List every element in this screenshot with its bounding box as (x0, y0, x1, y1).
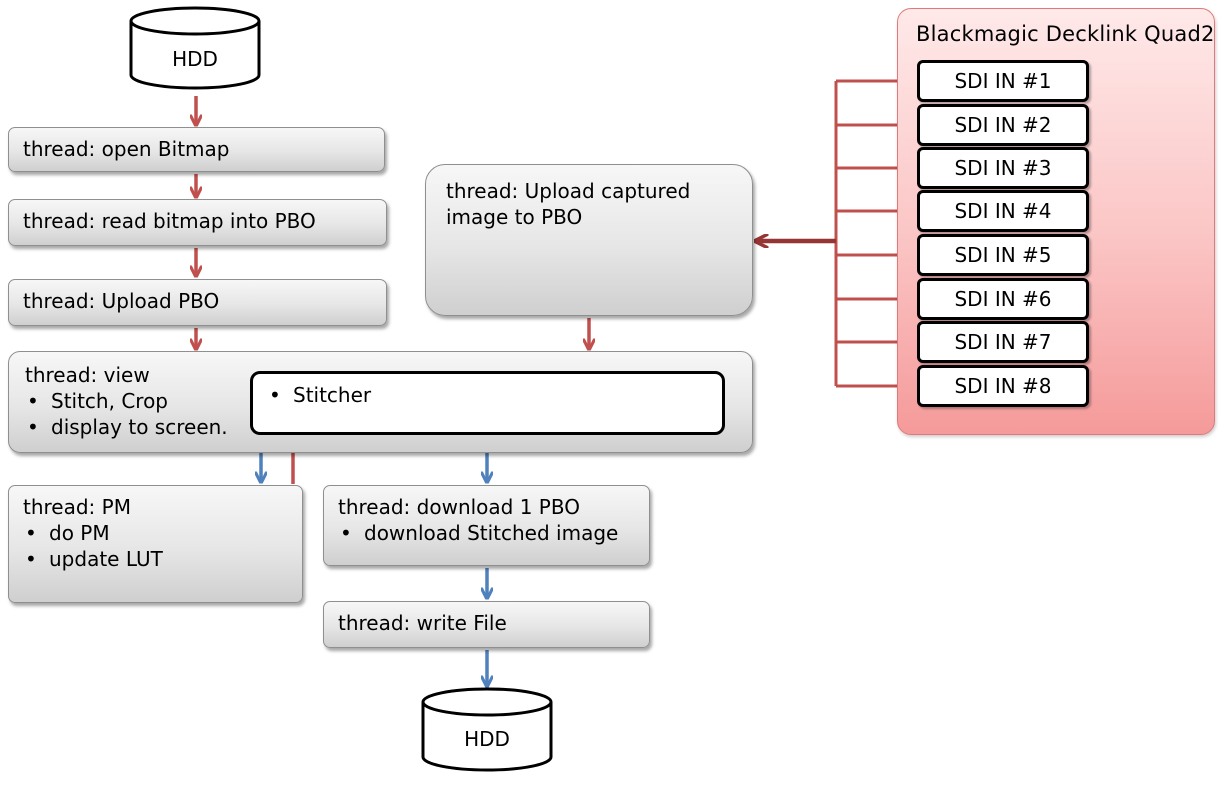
thread-write-file-title: thread: write File (338, 611, 507, 635)
thread-view-list: Stitch, Crop display to screen. (25, 388, 736, 440)
thread-download-list: download Stitched image (338, 520, 635, 546)
thread-open-bitmap-title: thread: open Bitmap (23, 137, 230, 161)
stitcher-item: • Stitcher (265, 382, 710, 408)
sdi-input-5: SDI IN #5 (917, 234, 1089, 276)
thread-upload-pbo-box: thread: Upload PBO (8, 279, 387, 326)
thread-upload-pbo-title: thread: Upload PBO (23, 289, 220, 313)
thread-pm-list: do PM update LUT (23, 520, 288, 572)
sdi-input-7: SDI IN #7 (917, 321, 1089, 363)
thread-view-title: thread: view (25, 363, 150, 387)
thread-download-box: thread: download 1 PBO download Stitched… (323, 485, 650, 566)
thread-pm-item: do PM (23, 520, 288, 546)
hdd-bottom-cylinder (421, 687, 553, 772)
sdi-input-3: SDI IN #3 (917, 147, 1089, 189)
capture-card-title: Blackmagic Decklink Quad2 (916, 22, 1215, 46)
thread-upload-captured-line-1: thread: Upload captured (446, 179, 691, 203)
stitcher-box: • Stitcher (250, 371, 725, 435)
thread-download-item: download Stitched image (338, 520, 635, 546)
sdi-input-2: SDI IN #2 (917, 104, 1089, 146)
thread-upload-captured-box: thread: Upload captured image to PBO (425, 164, 753, 316)
sdi-input-4: SDI IN #4 (917, 190, 1089, 232)
thread-upload-captured-line-2: image to PBO (446, 205, 583, 229)
stitcher-list: • Stitcher (265, 382, 710, 408)
thread-view-item: Stitch, Crop (25, 388, 736, 414)
hdd-top-label: HDD (172, 47, 218, 71)
stitcher-item-label: Stitcher (293, 383, 372, 407)
thread-read-bitmap-title: thread: read bitmap into PBO (23, 209, 316, 233)
thread-pm-title: thread: PM (23, 495, 131, 519)
thread-read-bitmap-box: thread: read bitmap into PBO (8, 199, 387, 246)
thread-view-item: display to screen. (25, 414, 736, 440)
sdi-input-8: SDI IN #8 (917, 365, 1089, 407)
thread-open-bitmap-box: thread: open Bitmap (8, 127, 385, 172)
hdd-bottom-label: HDD (464, 727, 510, 751)
sdi-input-6: SDI IN #6 (917, 278, 1089, 320)
thread-download-title: thread: download 1 PBO (338, 495, 580, 519)
sdi-input-1: SDI IN #1 (917, 60, 1089, 102)
stitcher-bullet: • (269, 383, 281, 407)
thread-pm-box: thread: PM do PM update LUT (8, 485, 303, 603)
hdd-top-cylinder (129, 6, 261, 90)
thread-write-file-box: thread: write File (323, 601, 650, 648)
thread-pm-item: update LUT (23, 546, 288, 572)
